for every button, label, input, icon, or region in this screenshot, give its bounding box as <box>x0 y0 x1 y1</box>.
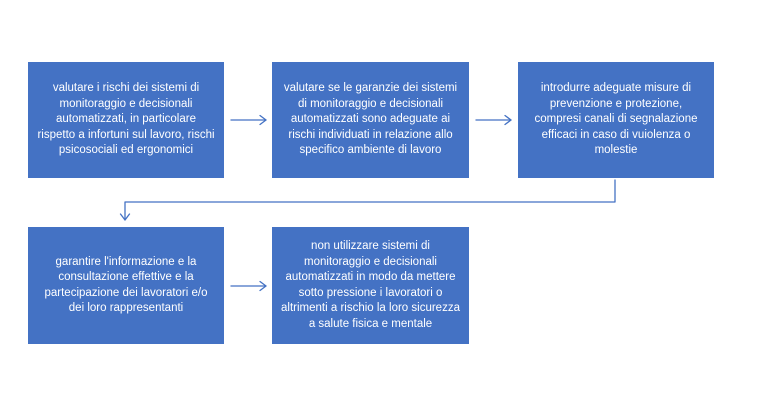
elbow-connector-step3-to-step4 <box>119 179 616 221</box>
arrow-step1-to-step2 <box>230 114 267 126</box>
flow-step-5-text: non utilizzare sistemi di monitoraggio e… <box>281 240 460 330</box>
flow-step-4-text: garantire l'informazione e la consultazi… <box>44 255 208 315</box>
flow-step-4: garantire l'informazione e la consultazi… <box>28 227 224 344</box>
flow-step-2: valutare se le garanzie dei sistemi di m… <box>272 62 469 178</box>
arrow-step4-to-step5 <box>230 280 267 292</box>
flow-step-5: non utilizzare sistemi di monitoraggio e… <box>272 227 469 344</box>
flow-step-3-text: introdurre adeguate misure di prevenzion… <box>534 82 698 157</box>
flow-step-1: valutare i rischi dei sistemi di monitor… <box>28 62 224 178</box>
arrow-step2-to-step3 <box>475 114 512 126</box>
flow-step-3: introdurre adeguate misure di prevenzion… <box>518 62 714 178</box>
flow-step-2-text: valutare se le garanzie dei sistemi di m… <box>283 82 458 157</box>
flow-step-1-text: valutare i rischi dei sistemi di monitor… <box>37 82 215 157</box>
